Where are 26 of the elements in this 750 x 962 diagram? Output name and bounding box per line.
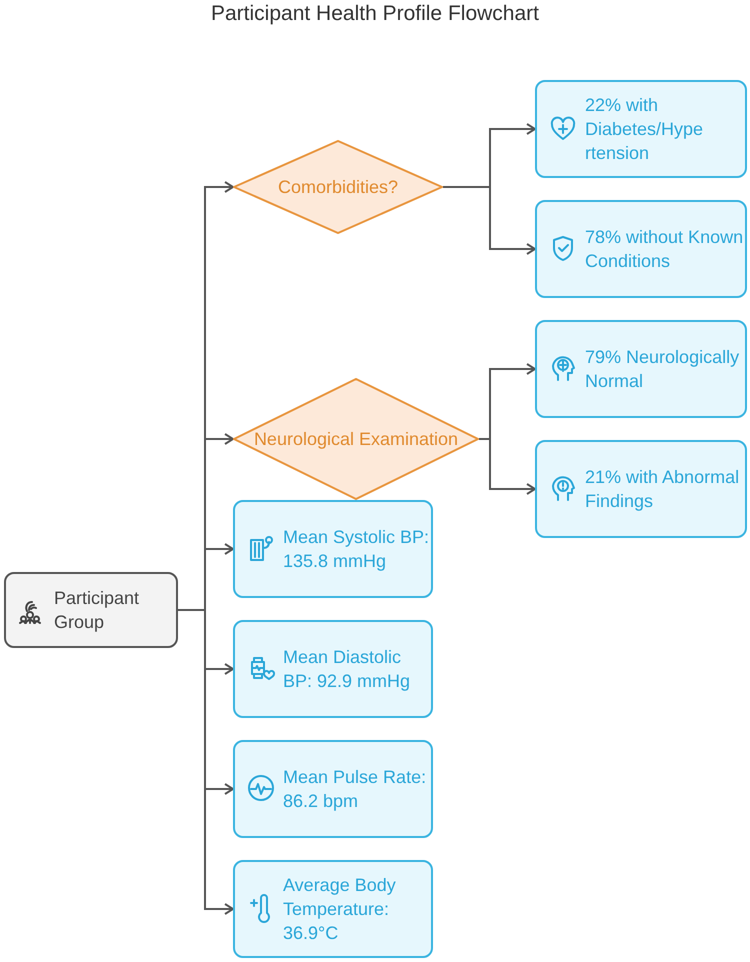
decision-diamond — [233, 378, 479, 500]
node-text: Mean Diastolic BP: 92.9 mmHg — [283, 646, 412, 693]
arrow — [178, 609, 234, 915]
node-text: Neurological Examination — [254, 428, 458, 451]
result-box — [535, 200, 747, 298]
result-box — [233, 740, 433, 838]
result-box — [233, 500, 433, 598]
node-text: Comorbidities? — [278, 176, 398, 199]
node-text: 79% Neurologically Normal — [585, 346, 740, 393]
node-text: 78% without Known Conditions — [585, 226, 744, 273]
result-box — [233, 860, 433, 958]
node-text: Average Body Temperature: 36.9°C — [283, 874, 397, 945]
result-box — [535, 440, 747, 538]
node-text: 22% with Diabetes/Hypertension — [585, 94, 704, 165]
node-text: Participant Group — [54, 587, 140, 634]
decision-diamond — [233, 140, 443, 234]
result-box — [535, 80, 747, 178]
start-box — [4, 572, 178, 648]
arrow — [443, 186, 536, 255]
result-box — [535, 320, 747, 418]
node-text: Mean Systolic BP: 135.8 mmHg — [283, 526, 430, 573]
arrow — [479, 438, 536, 495]
node-text: 21% with Abnormal Findings — [585, 466, 740, 513]
node-text: Mean Pulse Rate: 86.2 bpm — [283, 766, 428, 813]
result-box — [233, 620, 433, 718]
chart-title: Participant Health Profile Flowchart — [210, 2, 540, 26]
